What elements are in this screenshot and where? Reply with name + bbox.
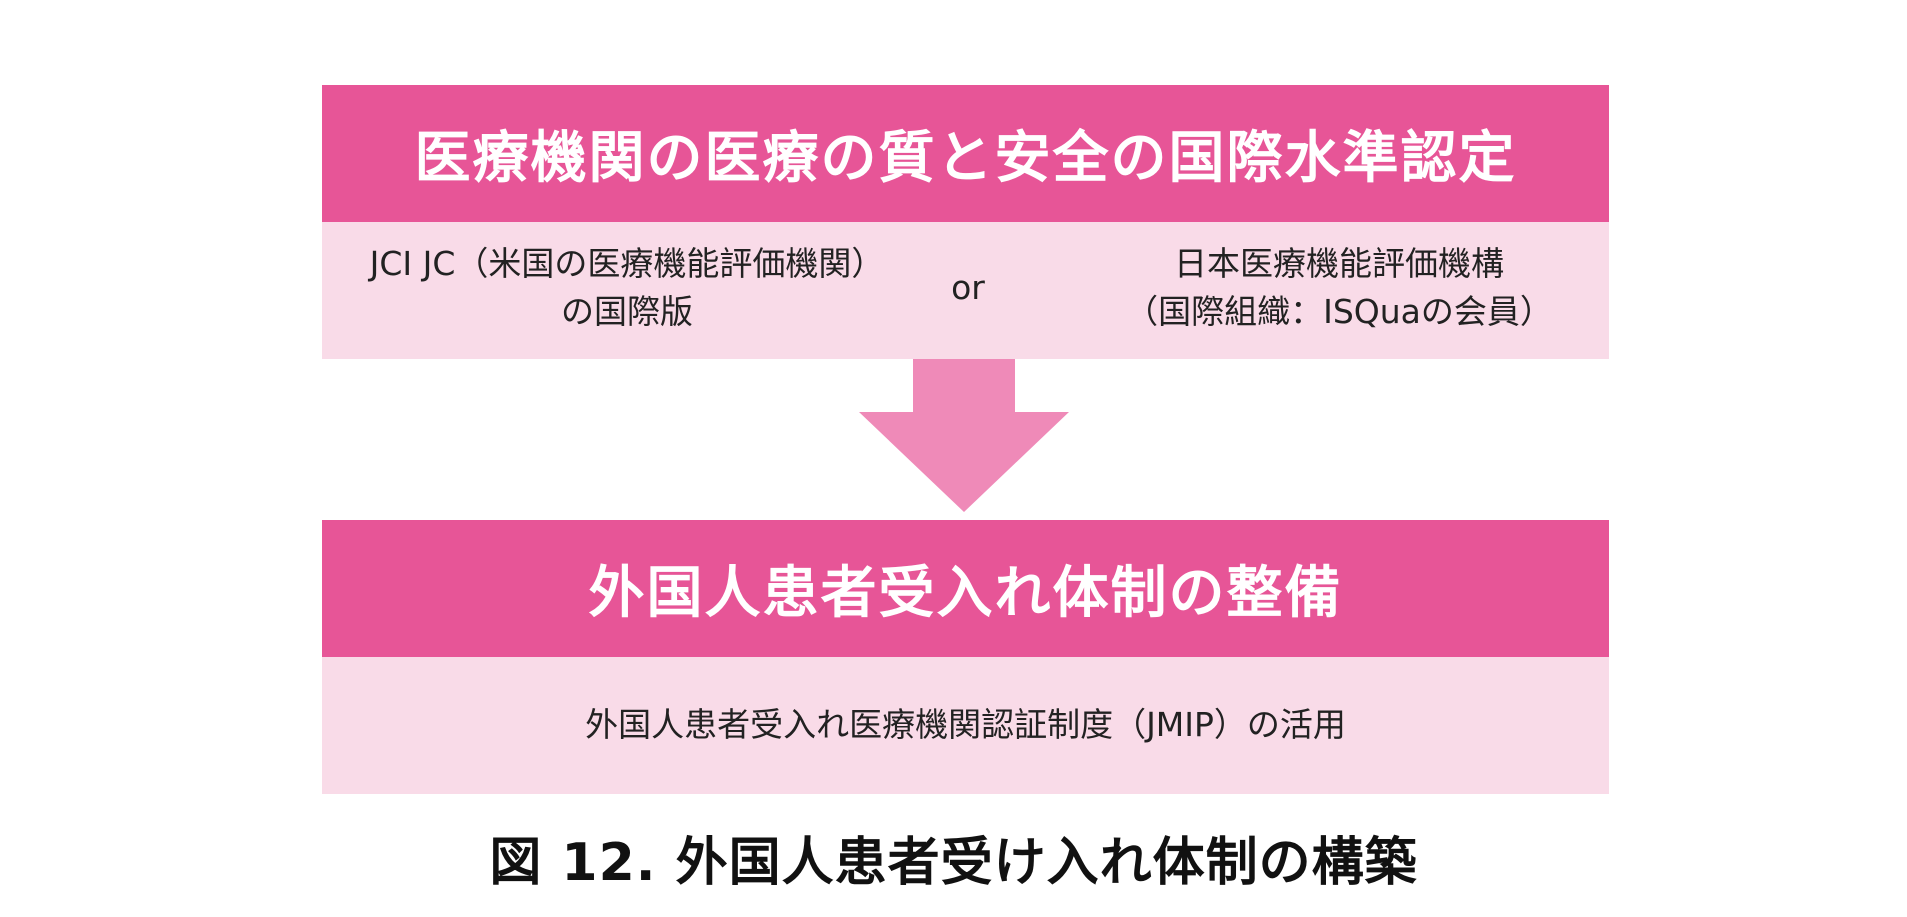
jci-line-1: JCI JC（米国の医療機能評価機関） [369, 244, 885, 283]
jcqhc-line-2: （国際組織：ISQuaの会員） [1125, 292, 1553, 331]
top-header-band: 医療機関の医療の質と安全の国際水準認定 [322, 85, 1609, 222]
jci-line-2: の国際版 [561, 292, 693, 331]
jmip-text: 外国人患者受入れ医療機関認証制度（JMIP）の活用 [585, 705, 1346, 744]
top-detail-panel: JCI JC（米国の医療機能評価機関） の国際版 or 日本医療機能評価機構 （… [322, 222, 1609, 359]
bottom-header-band: 外国人患者受入れ体制の整備 [322, 520, 1609, 657]
jcqhc-line-1: 日本医療機能評価機構 [1174, 244, 1504, 283]
bottom-detail-panel: 外国人患者受入れ医療機関認証制度（JMIP）の活用 [322, 657, 1609, 794]
bottom-header-title: 外国人患者受入れ体制の整備 [588, 561, 1343, 626]
jcqhc-block: 日本医療機能評価機構 （国際組織：ISQuaの会員） [1069, 240, 1609, 336]
top-header-title: 医療機関の医療の質と安全の国際水準認定 [414, 126, 1517, 191]
or-separator: or [951, 268, 985, 307]
jci-block: JCI JC（米国の医療機能評価機関） の国際版 [322, 240, 932, 336]
down-arrow-shape [859, 359, 1069, 512]
figure-caption: 図 12. 外国人患者受け入れ体制の構築 [489, 833, 1418, 893]
